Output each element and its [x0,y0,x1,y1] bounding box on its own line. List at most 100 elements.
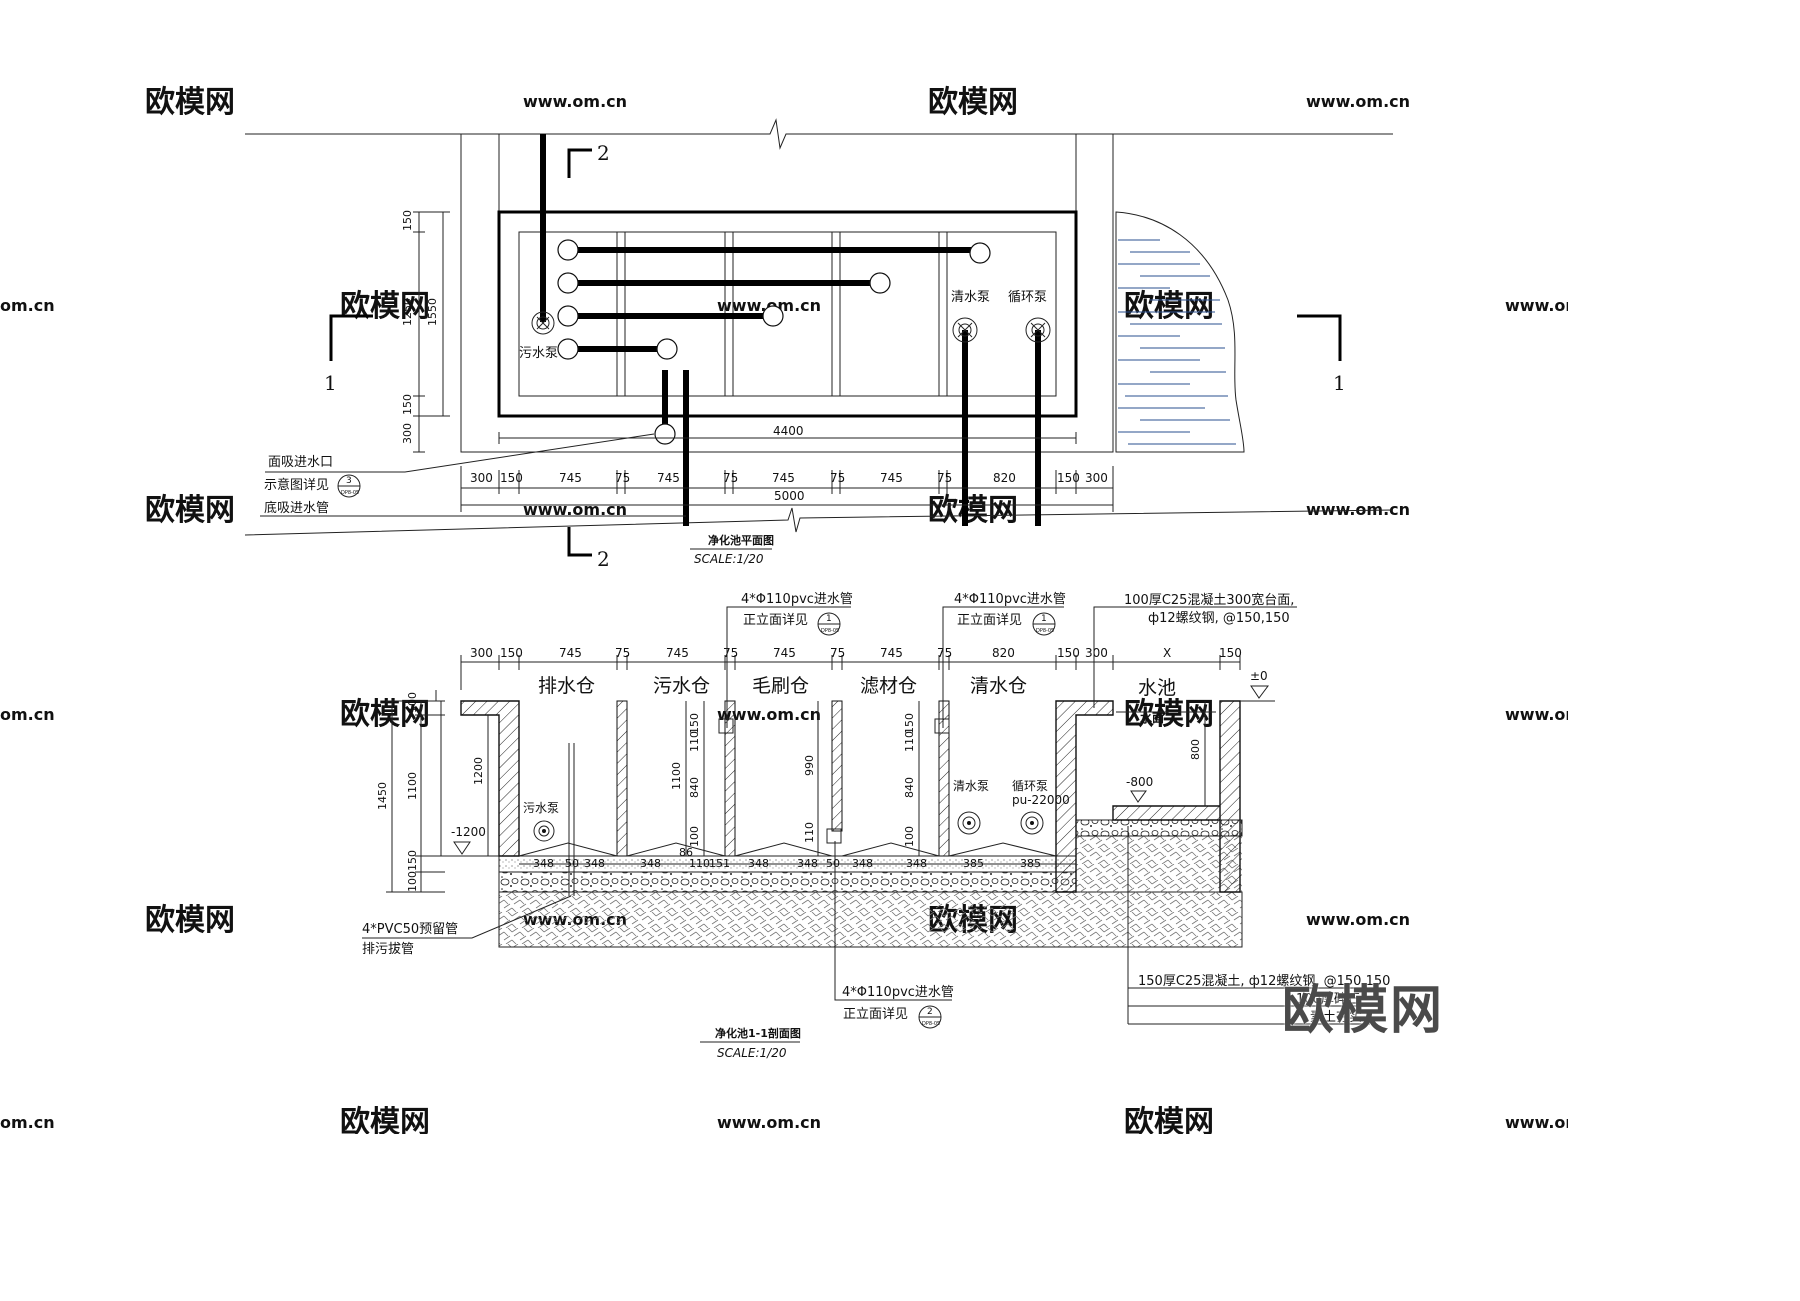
plan-callout-inlets: 面吸进水口 示意图详见 底吸进水管 3 DP8-05 [260,433,686,517]
svg-text:SCALE:1/20: SCALE:1/20 [694,552,764,566]
svg-text:DP8-05: DP8-05 [1036,628,1054,634]
section-bottom-dims: 348 50 348 348 110 151 348 348 50 348 34… [519,857,1076,870]
svg-text:110: 110 [903,731,916,752]
watermark-site: www.om.cn [1306,910,1410,929]
svg-text:150: 150 [401,394,414,415]
drawing-canvas: 欧模网 www.om.cn 欧模网 www.om.cn om.cn 欧模网 ww… [0,85,1568,1134]
section-sewage-pump-icon [533,820,555,842]
section-right-wall [1055,700,1114,893]
svg-text:100厚碎石: 100厚碎石 [1296,992,1360,1007]
svg-text:150: 150 [1219,646,1242,660]
svg-text:面吸进水口: 面吸进水口 [268,455,333,470]
svg-text:75: 75 [615,646,630,660]
watermark-brand: 欧模网 [145,85,235,120]
plan-circulation-pump-label: 循环泵 [1008,290,1047,305]
section-circulation-pump-label: 循环泵 [1012,779,1048,793]
svg-text:348: 348 [797,857,818,870]
svg-text:净化池平面图: 净化池平面图 [708,533,774,547]
svg-text:745: 745 [666,646,689,660]
svg-text:300: 300 [470,471,493,485]
svg-text:净化池1-1剖面图: 净化池1-1剖面图 [715,1026,801,1040]
plan-circulation-pump-icon [1025,317,1051,343]
svg-text:排污拔管: 排污拔管 [362,942,414,957]
watermark-site: www.om.cn [1306,92,1410,111]
svg-text:75: 75 [615,471,630,485]
section-view: 300 150 745 75 745 75 745 75 745 75 820 … [362,592,1390,1060]
watermark-brand: 欧模网 [1124,697,1214,732]
plan-bottom-boundary [244,507,1394,536]
svg-text:1: 1 [324,371,337,395]
section-circulation-pump-icon [1020,811,1044,835]
svg-text:75: 75 [830,646,845,660]
svg-text:水面: 水面 [1140,710,1164,725]
section-partitions [568,700,950,896]
svg-text:348: 348 [852,857,873,870]
svg-text:75: 75 [723,646,738,660]
svg-text:50: 50 [565,857,579,870]
watermark-brand: 欧模网 [1124,289,1214,324]
svg-text:4*Φ110pvc进水管: 4*Φ110pvc进水管 [842,985,954,1000]
plan-tank-outline [497,210,1078,418]
section-pool-wall [1112,700,1241,893]
watermark-brand: 欧模网 [145,903,235,938]
section-sewage-pump-label: 污水泵 [523,801,559,815]
svg-text:348: 348 [748,857,769,870]
section-title-block: 净化池1-1剖面图 SCALE:1/20 [700,1026,801,1060]
plan-outer-slab [460,134,1114,453]
plan-detail-symbol: 3 DP8-05 [337,474,361,498]
section-mark-1-left: 1 [324,314,373,395]
svg-text:1450: 1450 [376,782,389,810]
plan-dim-4400: 4400 [498,424,1077,444]
chamber-label-pool: 水池 [1138,677,1176,699]
section-mark-2-bottom: 2 [567,527,610,571]
plan-pipes [540,134,1041,526]
section-pool-gravel [1075,819,1243,837]
svg-text:100: 100 [903,826,916,847]
section-mark-2-top: 2 [567,141,610,178]
watermark-site: www.om.cn [717,1113,821,1132]
svg-text:300: 300 [470,646,493,660]
svg-text:300: 300 [1085,471,1108,485]
section-callout-inlet-1: 4*Φ110pvc进水管 正立面详见 1 DP8-05 [726,592,853,728]
svg-text:110: 110 [689,857,710,870]
watermark-site: om.cn [0,1113,55,1132]
watermark-brand: 欧模网 [928,493,1018,528]
svg-text:150: 150 [401,210,414,231]
svg-text:745: 745 [773,646,796,660]
svg-text:DP8-05: DP8-05 [821,628,839,634]
chamber-label-clean: 清水仓 [970,675,1027,697]
svg-text:5000: 5000 [774,489,805,503]
svg-text:300: 300 [1085,646,1108,660]
watermark-site: www.om.cn [1505,705,1568,724]
svg-text:385: 385 [963,857,984,870]
section-mark-1-right: 1 [1297,314,1346,395]
svg-text:示意图详见: 示意图详见 [264,477,329,493]
svg-text:150: 150 [500,471,523,485]
svg-text:745: 745 [657,471,680,485]
watermark-layer: 欧模网 www.om.cn 欧模网 www.om.cn om.cn 欧模网 ww… [0,85,1568,1134]
section-chamber-cones [518,842,1057,857]
section-soil-layer [498,891,1243,948]
plan-pond [1115,211,1245,453]
watermark-site: www.om.cn [717,296,821,315]
svg-text:100: 100 [406,692,419,713]
svg-text:正立面详见: 正立面详见 [957,613,1022,628]
watermark-site: om.cn [0,296,55,315]
section-callout-inlet-2: 4*Φ110pvc进水管 正立面详见 1 DP8-05 [942,592,1066,728]
section-wall-dims: 150 110 1100 840 100 86 990 110 150 110 … [670,701,920,859]
svg-text:745: 745 [559,471,582,485]
watermark-brand: 欧模网 [145,493,235,528]
svg-text:745: 745 [880,646,903,660]
svg-text:1100: 1100 [670,762,683,790]
section-callout-pvc: 4*PVC50预留管 排污拔管 [362,895,572,957]
svg-text:正立面详见: 正立面详见 [843,1007,908,1022]
svg-text:150: 150 [500,646,523,660]
plan-vertical-dims: 150 1250 150 300 1550 [401,210,450,453]
svg-text:4400: 4400 [773,424,804,438]
chamber-label-brush: 毛刷仓 [752,675,809,697]
plan-clean-pump-label: 清水泵 [951,290,990,305]
svg-text:4*Φ110pvc进水管: 4*Φ110pvc进水管 [741,592,853,607]
svg-text:1: 1 [1333,371,1346,395]
chamber-label-filter: 滤材仓 [860,675,917,697]
svg-text:150: 150 [1057,471,1080,485]
